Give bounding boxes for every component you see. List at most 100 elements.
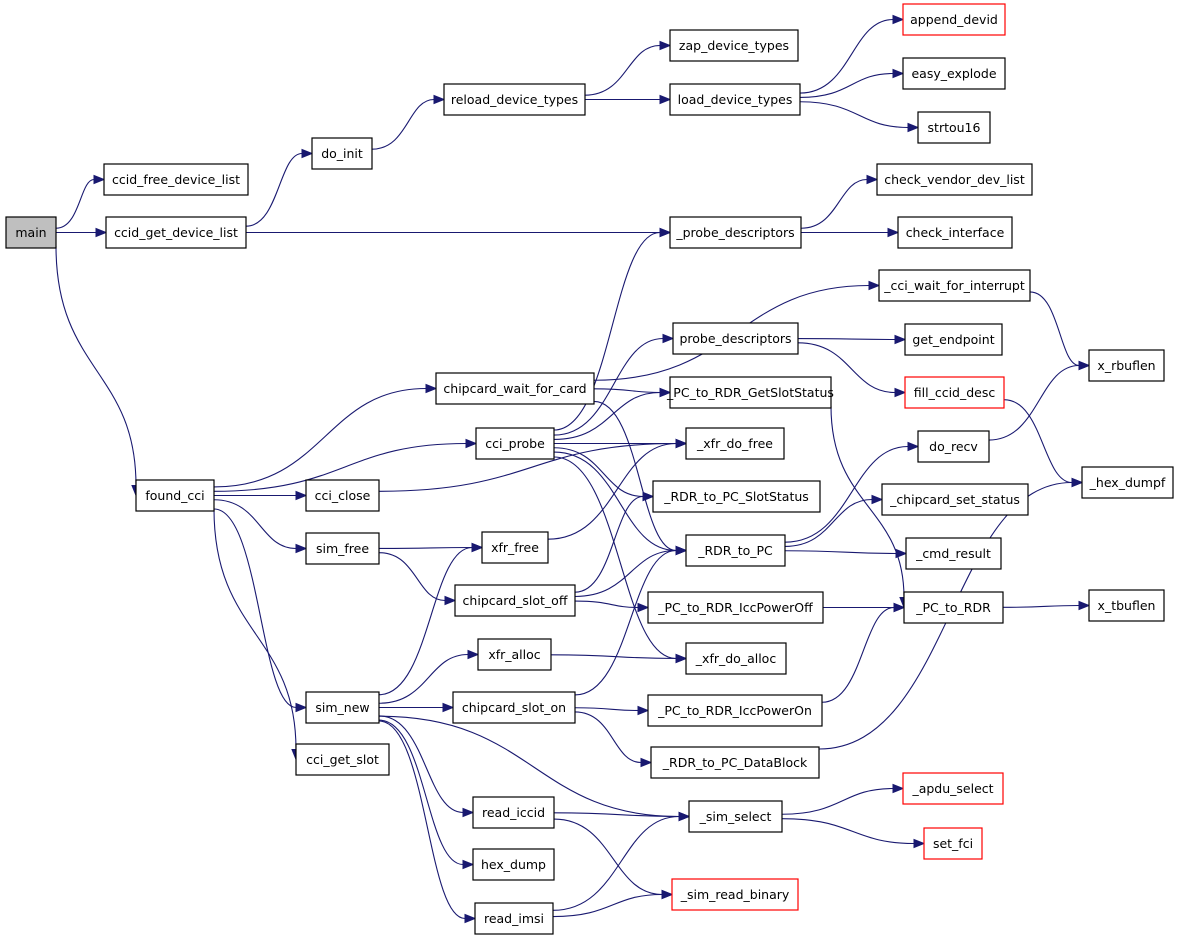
node-xfr-free[interactable]: xfr_free — [481, 531, 549, 564]
edge-main-to-ccid-free-device-list — [55, 178, 95, 229]
node-box-x-rbuflen — [1088, 349, 1165, 382]
node-probe-descriptors[interactable]: probe_descriptors — [672, 322, 799, 355]
node-box-rdr-to-pc — [685, 534, 786, 567]
node-cci-probe[interactable]: cci_probe — [475, 427, 555, 460]
edge-probe-descriptors-to-fill-ccid-desc — [797, 342, 896, 394]
node-do-recv[interactable]: do_recv — [917, 430, 990, 463]
node-x-tbuflen[interactable]: x_tbuflen — [1088, 589, 1165, 622]
edge-rdr-to-pc-to-chipcard-set-status — [784, 498, 873, 547]
node-chipcard-slot-off[interactable]: chipcard_slot_off — [454, 584, 576, 617]
edge-xfr-free-to-xfr-do-free — [547, 442, 677, 540]
edge-load-device-types-to-easy-explode — [799, 72, 894, 98]
arrowhead-strtou16 — [907, 122, 920, 133]
node-xfr-alloc[interactable]: xfr_alloc — [477, 638, 552, 671]
node-easy-explode[interactable]: easy_explode — [902, 57, 1006, 90]
node-rdr-to-pc-slotstatus[interactable]: _RDR_to_PC_SlotStatus — [652, 480, 821, 513]
node-hex-dumpf[interactable]: _hex_dumpf — [1081, 466, 1174, 499]
node-ccid-get-device-list[interactable]: ccid_get_device_list — [105, 216, 247, 249]
node-cmd-result[interactable]: _cmd_result — [905, 537, 1002, 570]
edge-chipcard-slot-on-to-rdr-to-pc-datablock — [574, 711, 642, 764]
node-cci-wait-for-interrupt[interactable]: _cci_wait_for_interrupt — [878, 269, 1031, 302]
node-reload-device-types[interactable]: reload_device_types — [443, 83, 586, 116]
node-box-main — [5, 216, 57, 249]
node-pc-to-rdr-iccpoweroff[interactable]: _PC_to_RDR_IccPowerOff — [647, 591, 824, 624]
arrowhead-reload-device-types — [433, 94, 446, 105]
node-get-endpoint[interactable]: get_endpoint — [904, 323, 1003, 356]
node-label-cci-close: cci_close — [315, 488, 371, 503]
edge-chipcard-wait-for-card-to-pc-to-rdr-getslotstatus — [593, 388, 661, 394]
node-chipcard-set-status[interactable]: _chipcard_set_status — [881, 483, 1029, 516]
node-fill-ccid-desc[interactable]: fill_ccid_desc — [904, 376, 1005, 409]
node-sim-read-binary[interactable]: _sim_read_binary — [671, 878, 799, 911]
arrowhead-hex-dumpf — [1071, 477, 1084, 488]
node-box-chipcard-slot-on — [452, 691, 576, 724]
node-read-imsi[interactable]: read_imsi — [474, 902, 554, 935]
node-zap-device-types[interactable]: zap_device_types — [669, 29, 799, 62]
node-pc-to-rdr-iccpoweron[interactable]: _PC_to_RDR_IccPowerOn — [647, 694, 823, 727]
node-pc-to-rdr-getslotstatus[interactable]: _PC_to_RDR_GetSlotStatus — [666, 376, 834, 409]
node-box-rdr-to-pc-datablock — [650, 746, 820, 779]
node-label-main: main — [15, 225, 46, 240]
edge-do-init-to-reload-device-types — [371, 98, 435, 150]
node-chipcard-slot-on[interactable]: chipcard_slot_on — [452, 691, 576, 724]
node-probe-descriptors[interactable]: _probe_descriptors — [669, 216, 802, 249]
node-main[interactable]: main — [5, 216, 57, 249]
edge-sim-select-to-set-fci — [781, 818, 915, 845]
node-found-cci[interactable]: found_cci — [135, 479, 215, 512]
arrowhead-pc-to-rdr-iccpoweron — [637, 705, 650, 716]
node-label-xfr-free: xfr_free — [491, 540, 539, 555]
node-cci-close[interactable]: cci_close — [305, 479, 380, 512]
edge-sim-free-to-xfr-free — [378, 546, 473, 549]
node-apdu-select[interactable]: _apdu_select — [902, 772, 1004, 805]
node-check-interface[interactable]: check_interface — [897, 216, 1013, 249]
node-sim-select[interactable]: _sim_select — [688, 800, 783, 833]
edge-sim-free-to-chipcard-slot-off — [378, 552, 446, 602]
edge-reload-device-types-to-zap-device-types — [584, 44, 661, 96]
node-ccid-free-device-list[interactable]: ccid_free_device_list — [103, 163, 249, 196]
arrowhead-easy-explode — [892, 68, 905, 79]
node-hex-dump[interactable]: hex_dump — [472, 848, 555, 881]
arrowhead-sim-read-binary — [661, 889, 674, 900]
node-label-chipcard-slot-off: chipcard_slot_off — [463, 593, 568, 608]
node-xfr-do-free[interactable]: _xfr_do_free — [685, 427, 785, 460]
arrowhead-set-fci — [913, 838, 926, 849]
node-box-ccid-get-device-list — [105, 216, 247, 249]
node-cci-get-slot[interactable]: cci_get_slot — [295, 743, 390, 776]
arrowhead-ccid-get-device-list — [95, 227, 108, 238]
node-label-rdr-to-pc-slotstatus: _RDR_to_PC_SlotStatus — [663, 489, 809, 504]
node-box-append-devid — [902, 3, 1006, 36]
node-sim-free[interactable]: sim_free — [305, 532, 380, 565]
node-label-x-tbuflen: x_tbuflen — [1098, 598, 1156, 613]
node-label-reload-device-types: reload_device_types — [451, 92, 578, 107]
node-box-set-fci — [923, 827, 983, 860]
node-label-x-rbuflen: x_rbuflen — [1097, 358, 1155, 373]
node-x-rbuflen[interactable]: x_rbuflen — [1088, 349, 1165, 382]
node-rdr-to-pc-datablock[interactable]: _RDR_to_PC_DataBlock — [650, 746, 820, 779]
arrowhead-probe-descriptors — [659, 227, 672, 238]
node-read-iccid[interactable]: read_iccid — [472, 796, 555, 829]
node-append-devid[interactable]: append_devid — [902, 3, 1006, 36]
node-label-hex-dump: hex_dump — [481, 857, 546, 872]
node-label-apdu-select: _apdu_select — [911, 781, 993, 796]
node-chipcard-wait-for-card[interactable]: chipcard_wait_for_card — [435, 372, 595, 405]
node-sim-new[interactable]: sim_new — [305, 691, 380, 724]
arrowhead-cci-probe — [465, 438, 478, 449]
node-label-do-recv: do_recv — [929, 439, 978, 454]
node-xfr-do-alloc[interactable]: _xfr_do_alloc — [685, 642, 787, 675]
node-label-pc-to-rdr: _PC_to_RDR — [915, 600, 991, 615]
edge-sim-new-to-sim-select — [378, 715, 680, 818]
node-rdr-to-pc[interactable]: _RDR_to_PC — [685, 534, 786, 567]
arrowhead-chipcard-slot-on — [442, 702, 455, 713]
node-set-fci[interactable]: set_fci — [923, 827, 983, 860]
arrowhead-apdu-select — [892, 783, 905, 794]
node-strtou16[interactable]: strtou16 — [917, 111, 991, 144]
node-load-device-types[interactable]: load_device_types — [669, 83, 801, 116]
arrowhead-do-init — [301, 148, 314, 159]
edge-probe-descriptors-to-get-endpoint — [797, 338, 896, 341]
node-pc-to-rdr[interactable]: _PC_to_RDR — [903, 591, 1004, 624]
node-check-vendor-dev-list[interactable]: check_vendor_dev_list — [876, 163, 1033, 196]
node-label-load-device-types: load_device_types — [678, 92, 793, 107]
node-do-init[interactable]: do_init — [311, 137, 373, 170]
arrowhead-cci-wait-for-interrupt — [868, 280, 881, 291]
